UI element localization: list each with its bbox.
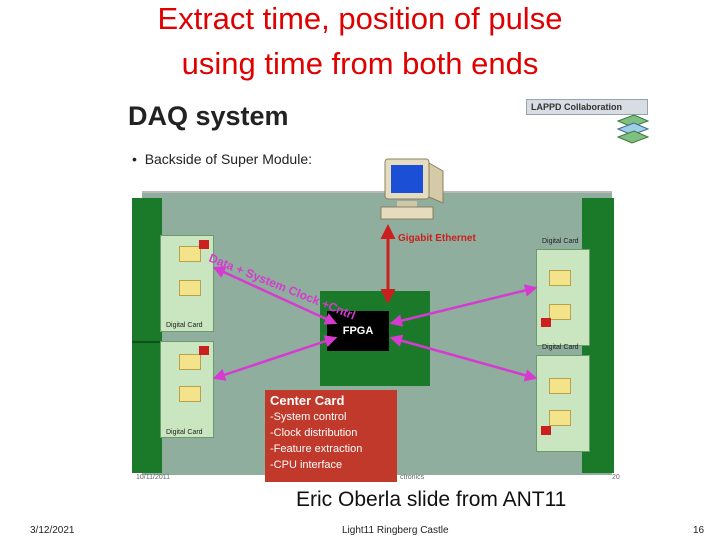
footer-page-number: 16: [693, 525, 705, 536]
inner-slide-footer-text: ctronics: [400, 474, 425, 481]
chip: [179, 246, 201, 262]
center-card-title: Center Card: [270, 393, 345, 408]
fpga-chip: FPGA: [327, 311, 389, 351]
red-component: [541, 426, 551, 435]
digital-card-label: Digital Card: [542, 344, 579, 351]
slide-title-line2: using time from both ends: [181, 46, 539, 81]
gigabit-ethernet-label: Gigabit Ethernet: [398, 233, 476, 244]
digital-card-right-bottom: [536, 355, 590, 452]
center-card-box: Center Card -System control -Clock distr…: [265, 390, 397, 482]
digital-card-label: Digital Card: [542, 238, 579, 245]
slide-title-line1: Extract time, position of pulse: [157, 1, 563, 36]
chip: [179, 280, 201, 296]
chip: [549, 270, 571, 286]
chip: [179, 354, 201, 370]
footer-date: 3/12/2021: [30, 525, 75, 536]
center-card-item: -Feature extraction: [270, 443, 363, 455]
footer-venue: Light11 Ringberg Castle: [342, 525, 449, 536]
data-clock-label: Data + System Clock +Cntrl: [207, 251, 358, 323]
digital-card-right-top: [536, 249, 590, 346]
chip: [549, 304, 571, 320]
lappd-badge: LAPPD Collaboration: [526, 99, 648, 115]
digital-card-label: Digital Card: [166, 322, 203, 329]
daq-bullet-text: Backside of Super Module:: [144, 151, 313, 167]
center-card-item: -Clock distribution: [270, 427, 358, 439]
daq-system-image: DAQ system • Backside of Super Module: L…: [120, 93, 650, 488]
inner-slide-date: 10/11/2011: [136, 474, 170, 481]
center-card-item: -System control: [270, 411, 347, 423]
inner-slide-number: 20: [612, 474, 620, 481]
chip: [179, 386, 201, 402]
digital-card-left-bottom: [160, 341, 214, 438]
daq-bullet: • Backside of Super Module:: [132, 151, 313, 167]
left-rail-lower: [132, 341, 162, 473]
layer-stack-icon: [616, 114, 650, 144]
red-component: [541, 318, 551, 327]
signal-arrows: Data + System Clock +Cntrl: [207, 224, 538, 382]
daq-heading: DAQ system: [128, 101, 289, 131]
slide-credit: Eric Oberla slide from ANT11: [296, 488, 567, 511]
digital-card-left-top: [160, 235, 214, 332]
computer-icon: [380, 158, 444, 220]
red-component: [199, 346, 209, 355]
chip: [549, 410, 571, 426]
center-card-item: -CPU interface: [270, 459, 343, 471]
chip: [549, 378, 571, 394]
red-component: [199, 240, 209, 249]
digital-card-label: Digital Card: [166, 429, 203, 436]
